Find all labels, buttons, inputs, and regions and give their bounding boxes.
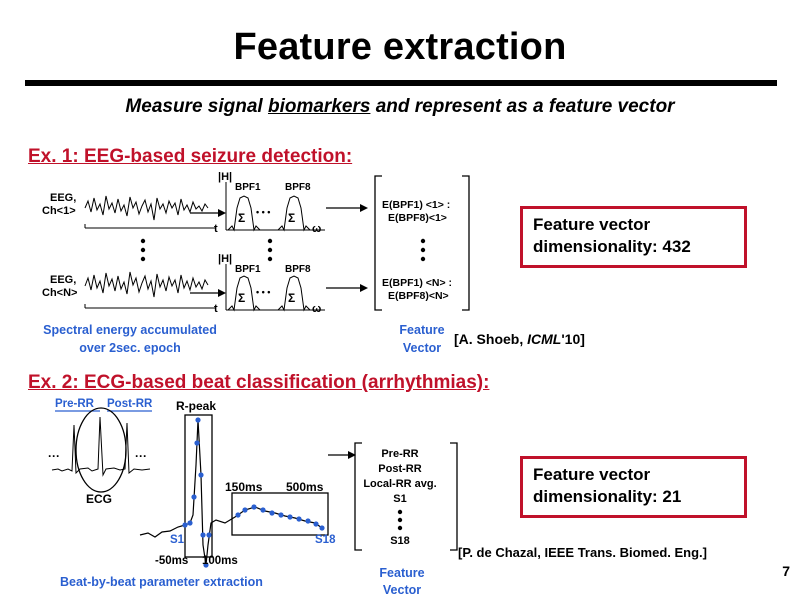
ex1-vector-label: Vector (403, 341, 441, 355)
h-axis-label: |H| (218, 253, 232, 265)
sample-points (182, 417, 325, 568)
ex2-dimensionality-box: Feature vector dimensionality: 21 (520, 456, 747, 518)
vector-entry: S1 (393, 493, 406, 505)
ex2-caption: Beat-by-beat parameter extraction (60, 575, 263, 589)
svg-text:···: ··· (135, 449, 147, 463)
bpf1-label: BPF1 (235, 182, 261, 193)
vector-entry: Pre-RR (381, 448, 418, 460)
eeg-trace-chN (84, 271, 209, 298)
ms100-label: 100ms (202, 555, 238, 567)
ex1-dimensionality-box: Feature vector dimensionality: 432 (520, 206, 747, 268)
vector-bracket-right (462, 175, 470, 311)
r-peak-label: R-peak (176, 399, 216, 413)
ex2-vector-label: Vector (383, 583, 421, 597)
qrs-window (184, 414, 213, 558)
filter-bank-N: |H| BPF1 BPF8 Σ Σ • • • ω (218, 253, 325, 315)
minus50ms-label: -50ms (155, 555, 188, 567)
vector-entry: E(BPF8)<1> (388, 212, 447, 224)
ex1-feature-label: Feature (399, 323, 444, 337)
ex1-caption-line1: Spectral energy accumulated (43, 323, 217, 337)
eeg-ch1-label-b: Ch<1> (42, 205, 76, 217)
vector-entry: E(BPF1) <N> : (382, 277, 452, 289)
filter-bank-1: |H| BPF1 BPF8 Σ Σ • • • ω (218, 171, 325, 235)
ex2-citation: [P. de Chazal, IEEE Trans. Biomed. Eng.] (458, 545, 707, 560)
vector-entry: E(BPF1) <1> : (382, 199, 450, 211)
vector-entry: Local-RR avg. (363, 478, 436, 490)
slide-subtitle: Measure signal biomarkers and represent … (0, 96, 800, 118)
beat-highlight (75, 407, 127, 493)
subtitle-text-2: and represent as a feature vector (370, 96, 675, 117)
bpf8-label: BPF8 (285, 182, 311, 193)
vector-bracket-left (354, 442, 362, 551)
omega-label: ω (312, 223, 321, 235)
ecg-figure: Pre-RR Post-RR ··· ··· ECG R-peak 150ms … (48, 398, 458, 597)
box-line-1: Feature vector (533, 465, 651, 484)
box-line-1: Feature vector (533, 215, 651, 234)
t-label-1: t (214, 223, 218, 235)
vector-bracket-right (450, 442, 458, 551)
bpf1-label: BPF1 (235, 264, 261, 275)
sigma-1: Σ (238, 291, 245, 305)
bpf-ellipsis: • • • (256, 287, 270, 297)
ex2-feature-label: Feature (379, 566, 424, 580)
h-axis-label: |H| (218, 171, 232, 183)
ex1-caption-line2: over 2sec. epoch (79, 341, 180, 355)
bpf-ellipsis: • • • (256, 207, 270, 217)
bpf1-response (227, 195, 261, 232)
vector-entry: Post-RR (378, 463, 421, 475)
ecg-snippet-trace (51, 416, 151, 477)
eeg-ch1-label-a: EEG, (50, 192, 76, 204)
st-window (231, 492, 329, 536)
omega-label: ω (312, 303, 321, 315)
ex1-heading: Ex. 1: EEG-based seizure detection: (28, 146, 353, 167)
post-rr-label: Post-RR (107, 398, 153, 410)
s1-label: S1 (170, 534, 185, 546)
dot (140, 238, 146, 244)
vector-entry: S18 (390, 535, 410, 547)
box-line-2: dimensionality: 432 (533, 237, 691, 256)
ms150-label: 150ms (225, 480, 263, 494)
sigma-1: Σ (238, 211, 245, 225)
ecg-label: ECG (86, 492, 112, 506)
eeg-figure: EEG, Ch<1> t EEG, Ch<N> t |H| BPF1 BPF8 … (42, 171, 470, 355)
sigma-8: Σ (288, 291, 295, 305)
ex1-citation: [A. Shoeb, ICML'10] (454, 331, 585, 347)
title-rule (25, 80, 777, 86)
t-label-N: t (214, 303, 218, 315)
eeg-chN-label-a: EEG, (50, 274, 76, 286)
pre-rr-label: Pre-RR (55, 398, 95, 410)
sigma-8: Σ (288, 211, 295, 225)
page-number: 7 (782, 563, 790, 579)
subtitle-text-1: Measure signal (125, 96, 268, 117)
vector-bracket-left (374, 175, 382, 311)
bpf8-response (277, 195, 311, 232)
s18-label: S18 (315, 534, 336, 546)
ms500-label: 500ms (286, 480, 324, 494)
ex2-heading: Ex. 2: ECG-based beat classification (ar… (28, 372, 490, 393)
vector-entry: E(BPF8)<N> (388, 290, 449, 302)
slide-title: Feature extraction (233, 26, 567, 68)
svg-text:···: ··· (48, 449, 60, 463)
box-line-2: dimensionality: 21 (533, 487, 682, 506)
bpf8-label: BPF8 (285, 264, 311, 275)
subtitle-emphasis: biomarkers (267, 96, 371, 117)
eeg-chN-label-b: Ch<N> (42, 287, 77, 299)
eeg-trace-ch1 (84, 195, 209, 221)
